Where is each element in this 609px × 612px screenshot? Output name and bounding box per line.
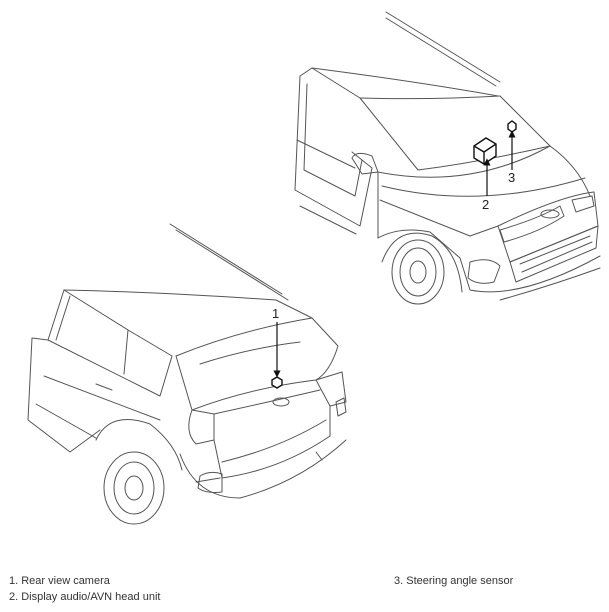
steering-angle-sensor-component (507, 120, 517, 133)
callout-1-number: 1 (272, 306, 279, 321)
rear-vehicle-drawing (27, 223, 347, 525)
front-vehicle-drawing (294, 11, 601, 305)
legend-item-head-unit: 2. Display audio/AVN head unit (9, 591, 161, 603)
callout-3-number: 3 (508, 170, 515, 185)
legend-item-steering-angle-sensor: 3. Steering angle sensor (394, 575, 514, 587)
rear-view-camera-component (271, 376, 283, 389)
legend-item-rear-view-camera: 1. Rear view camera (9, 575, 110, 587)
head-unit-component (473, 137, 497, 165)
component-location-diagram: 1 2 3 (27, 11, 601, 525)
callout-2-number: 2 (482, 197, 489, 212)
